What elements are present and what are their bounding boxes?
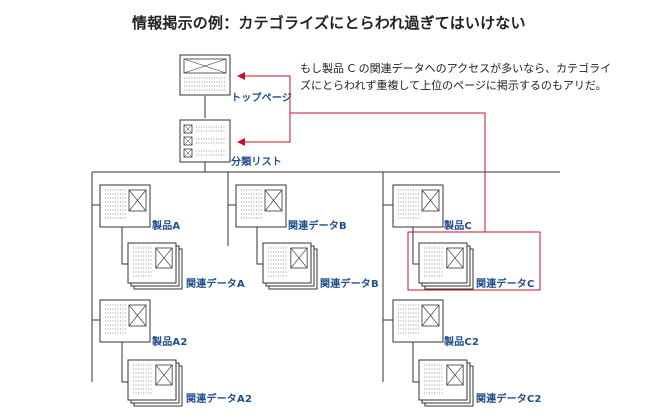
label-top-page: トップページ [231,93,292,104]
page-title: 情報掲示の例：カテゴライズにとらわれ過ぎてはいけない [132,14,526,32]
highlight-path-to-list [237,113,291,146]
connector-c-data [412,226,419,265]
label-product-a: 製品A [152,221,181,232]
note-line-2: ズにとらわれず重複して上位のページに掲示するのもアリだ。 [300,79,607,92]
highlight-annotation [237,72,541,291]
connector-c2-data [412,341,419,383]
annotation-note: もし製品 C の関連データへのアクセスが多いなら、カテゴライ ズにとらわれず重複… [300,60,645,94]
product-b-page-icon [235,184,287,228]
label-product-c2: 製品C2 [444,337,480,348]
data-b-stack-icon-front [262,242,312,284]
connector-a2-data [121,341,128,383]
data-c2-stack-icon-front [418,359,468,401]
product-a-page-icon [99,184,151,228]
product-a2-page-icon [99,299,151,343]
product-c2-page-icon [392,299,444,343]
product-c-page-icon [392,184,444,228]
top-page-icon [179,54,231,96]
category-list-icon [179,119,231,163]
data-a2-stack-icon-front [127,359,177,401]
label-product-a2: 製品A2 [152,337,188,348]
note-line-1: もし製品 C の関連データへのアクセスが多いなら、カテゴライ [300,62,612,75]
label-data-b-child: 関連データB [320,279,379,290]
data-a-stack-icon-front [127,242,177,284]
label-data-a2: 関連データA2 [186,394,253,405]
connector-b-data [256,226,263,265]
label-data-c: 関連データC [476,279,535,290]
connector-a-data [121,226,128,265]
label-data-a: 関連データA [186,279,245,290]
tree-connectors [91,96,560,383]
data-c-stack-icon-front [418,242,468,284]
label-product-c: 製品C [444,221,472,232]
highlight-box-data-c [407,231,541,291]
label-category-list: 分類リスト [231,157,282,168]
label-data-c2: 関連データC2 [476,394,542,405]
label-data-b: 関連データB [288,221,347,232]
